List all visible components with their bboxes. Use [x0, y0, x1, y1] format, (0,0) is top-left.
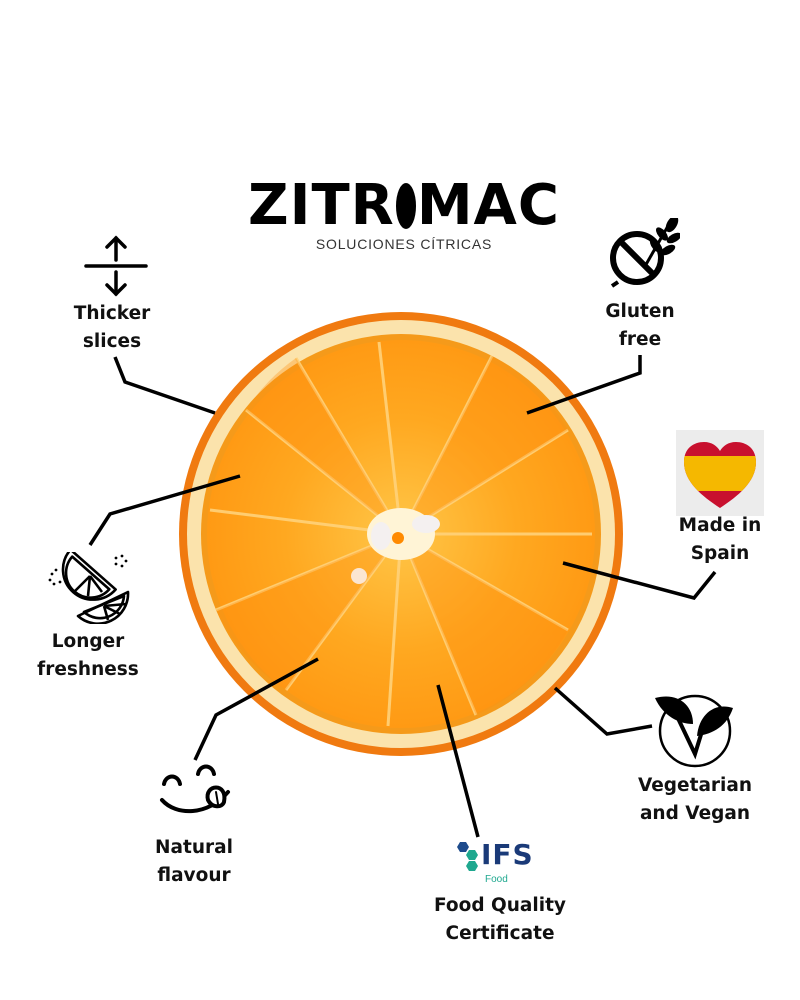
connector-ifs [436, 684, 480, 838]
ifs-logo-text: IFS [481, 838, 534, 871]
tasty-face-icon [160, 764, 230, 814]
spain-flag-heart-icon [684, 442, 756, 508]
feature-label-line2: free [618, 329, 662, 350]
connector-gluten [526, 355, 642, 415]
feature-longer-freshness: Longer freshness [28, 628, 148, 684]
thickness-arrows-icon [84, 235, 148, 297]
connector-freshness [88, 474, 241, 546]
brand-wordmark-part-1: ZITR [248, 173, 395, 238]
feature-label-line2: slices [82, 331, 142, 352]
feature-label-line1: Vegetarian [637, 775, 753, 796]
brand-logo-dot [395, 183, 416, 229]
ifs-logo-subtext: Food [485, 874, 508, 885]
feature-label-line1: Thicker [73, 303, 151, 324]
citrus-slices-icon [48, 552, 130, 624]
feature-natural-flavour: Natural flavour [134, 834, 254, 890]
orange-slice-image [179, 312, 623, 756]
feature-label-line1: Natural [155, 837, 233, 858]
feature-label-line1: Longer [51, 631, 125, 652]
feature-made-in-spain: Made in Spain [660, 512, 780, 568]
feature-gluten-free: Gluten free [580, 298, 700, 354]
feature-label-line2: freshness [37, 659, 139, 680]
connector-vegan [553, 686, 653, 736]
feature-label-line1: Made in [678, 515, 762, 536]
feature-label-line2: flavour [157, 865, 231, 886]
connector-thicker [113, 356, 216, 415]
gluten-free-icon [610, 218, 680, 288]
feature-label-line1: Gluten [605, 301, 675, 322]
feature-food-quality-certificate: Food Quality Certificate [420, 892, 580, 948]
feature-label-line2: Certificate [445, 923, 555, 944]
ifs-hexagons-icon [457, 842, 478, 871]
feature-label-line2: and Vegan [639, 803, 751, 824]
feature-label-line2: Spain [690, 543, 750, 564]
ifs-food-logo: IFS Food [457, 838, 547, 890]
brand-wordmark-part-2: MAC [416, 173, 560, 238]
vegan-leaf-icon [655, 694, 733, 768]
feature-label-line1: Food Quality [434, 895, 566, 916]
connector-spain [562, 561, 717, 600]
brand-tagline: SOLUCIONES CÍTRICAS [315, 236, 493, 252]
feature-thicker-slices: Thicker slices [52, 300, 172, 356]
connector-natural [193, 657, 319, 761]
feature-vegetarian-vegan: Vegetarian and Vegan [625, 772, 765, 828]
